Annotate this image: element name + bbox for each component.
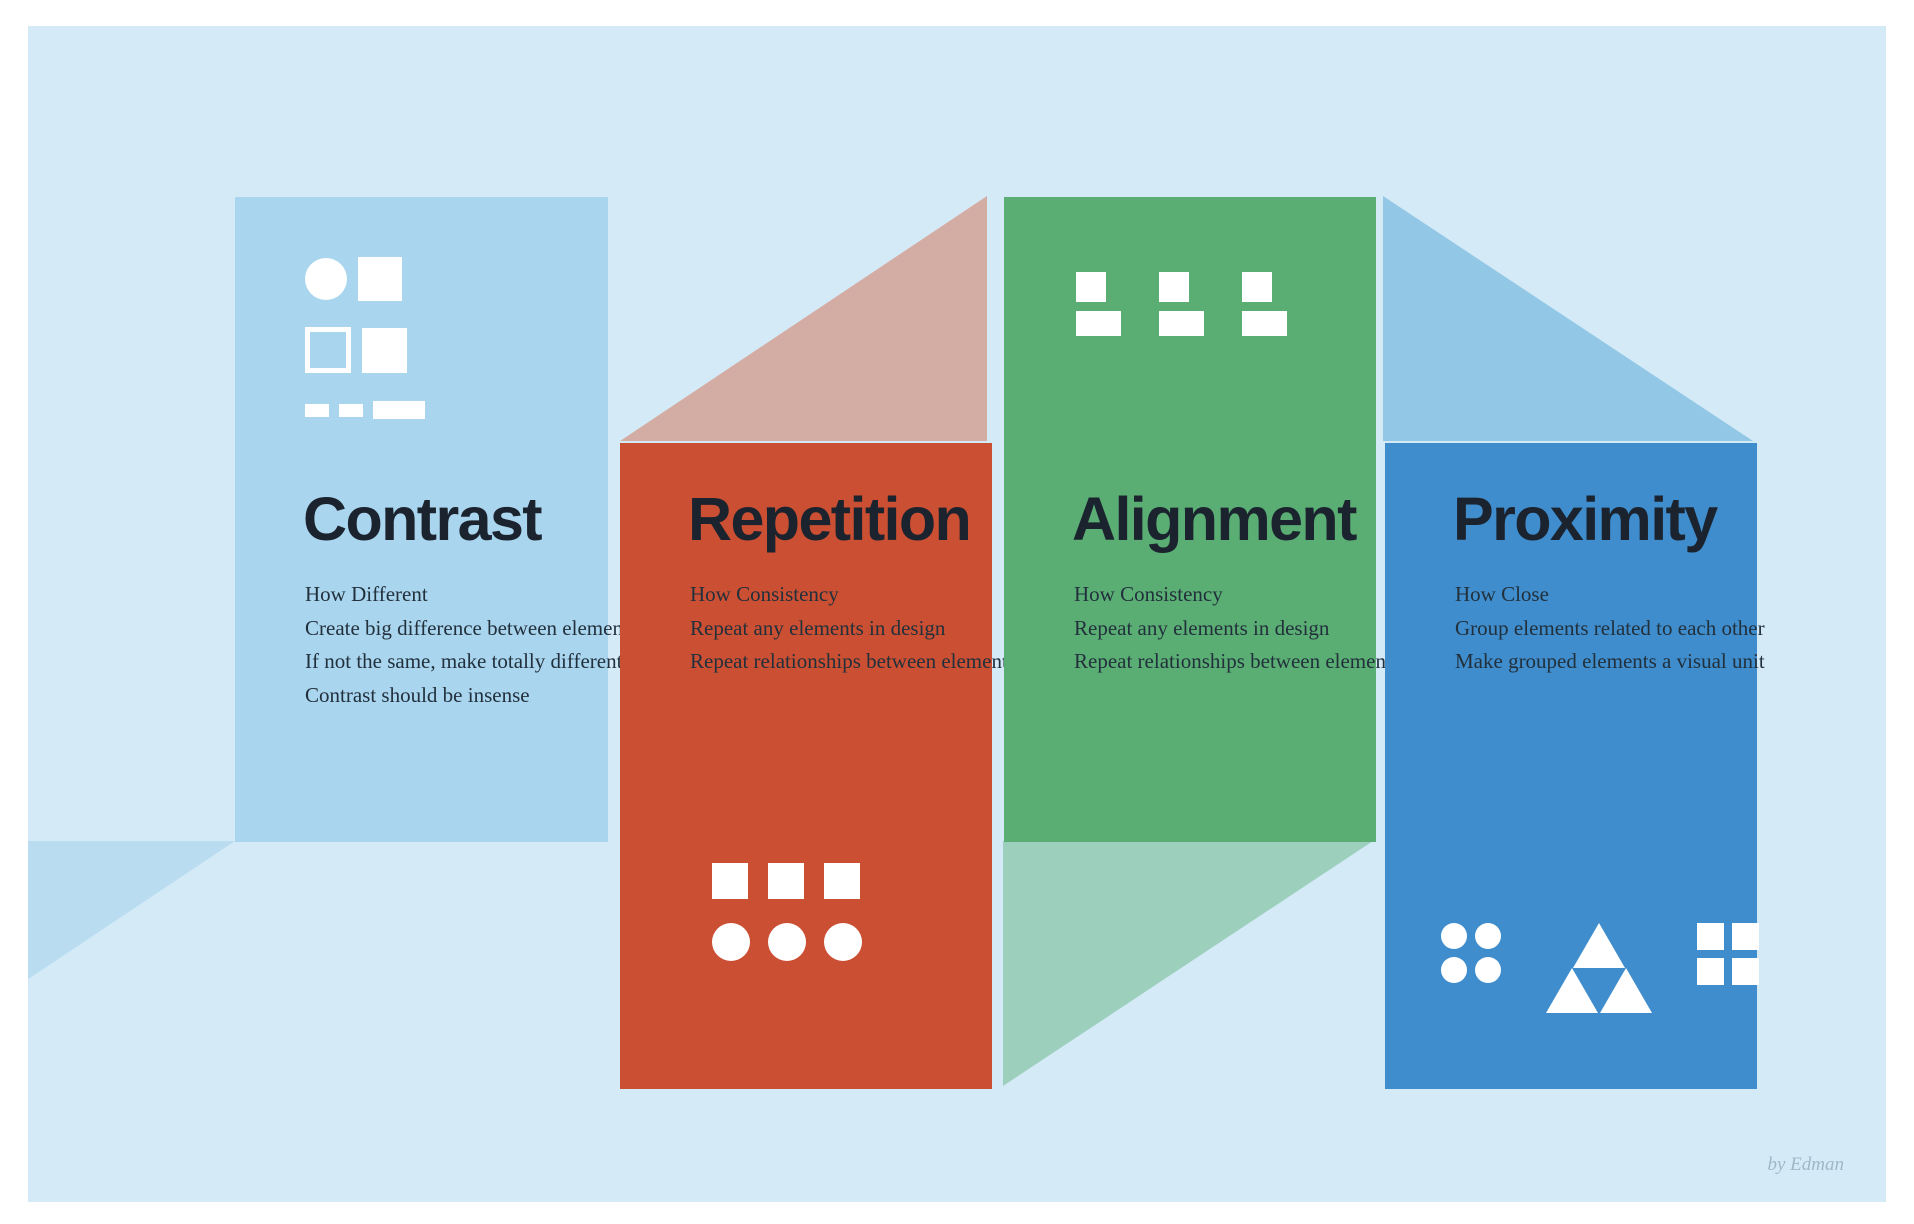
circle-icon [1441, 957, 1467, 983]
description-line: How Consistency [1074, 582, 1223, 606]
square-icon [362, 327, 407, 373]
circle-icon [1441, 923, 1467, 949]
alignment-glyphs [1076, 272, 1287, 336]
description-line: How Consistency [690, 582, 839, 606]
panel-title-repetition: Repetition [688, 485, 972, 553]
triangle-icon [1546, 968, 1598, 1013]
credit-attribution: by Edman [1767, 1154, 1844, 1175]
panel-description-contrast: How Different Create big difference betw… [305, 582, 637, 716]
square-icon [1242, 272, 1272, 302]
proximity-glyphs [1441, 923, 1759, 1013]
description-line: Contrast should be insense [305, 682, 530, 707]
square-grid [1697, 923, 1759, 985]
panel-contrast[interactable]: Contrast How Different Create big differ… [235, 197, 637, 842]
shadow-ribbon-alignment [1003, 841, 1373, 1086]
triangle-row [1572, 923, 1626, 968]
bar-small-icon [305, 403, 329, 417]
circle-icon [1475, 957, 1501, 983]
circle-grid [1441, 923, 1501, 983]
bar-wide-icon [373, 401, 425, 419]
description-line: Repeat any elements in design [1074, 615, 1330, 640]
bar-wide-icon [1242, 311, 1287, 336]
square-icon [768, 863, 804, 899]
square-icon [1732, 958, 1759, 985]
square-outline-icon [305, 327, 351, 373]
glyph-cluster-squares [1697, 923, 1759, 985]
panel-alignment[interactable]: Alignment How Consistency Repeat any ele… [1004, 197, 1400, 842]
contrast-glyphs [305, 257, 425, 419]
glyph-row-squares [712, 863, 862, 899]
shadow-ribbon-repetition [620, 196, 987, 441]
glyph-row-circles [712, 923, 862, 961]
circle-icon [768, 923, 806, 961]
glyph-cluster-circles [1441, 923, 1501, 983]
square-icon [1159, 272, 1189, 302]
description-line: Repeat relationships between elements [690, 649, 1016, 673]
square-icon [358, 257, 402, 301]
square-icon [712, 863, 748, 899]
circle-icon [1475, 923, 1501, 949]
triangle-row [1545, 968, 1653, 1013]
square-icon [1697, 958, 1724, 985]
glyph-row-outline-square [305, 327, 425, 373]
triangle-icon [1600, 968, 1652, 1013]
circle-icon [712, 923, 750, 961]
panel-title-proximity: Proximity [1453, 485, 1718, 553]
glyph-cluster-triangles [1545, 923, 1653, 1013]
description-line: Repeat any elements in design [690, 615, 946, 640]
shadow-ribbon-contrast [28, 841, 235, 1086]
repetition-glyphs [712, 863, 862, 961]
shadow-ribbon-proximity [1383, 196, 1753, 441]
panel-title-contrast: Contrast [303, 485, 543, 553]
circle-icon [824, 923, 862, 961]
panel-proximity[interactable]: Proximity How Close Group elements relat… [1385, 443, 1765, 1089]
description-line: Repeat relationships between elements [1074, 649, 1400, 673]
triangle-icon [1573, 923, 1625, 968]
panel-description-alignment: How Consistency Repeat any elements in d… [1074, 582, 1400, 683]
triangle-stack [1545, 923, 1653, 1013]
panel-title-alignment: Alignment [1072, 485, 1357, 553]
square-icon [1732, 923, 1759, 950]
panel-repetition[interactable]: Repetition How Consistency Repeat any el… [620, 443, 1016, 1089]
square-icon [1076, 272, 1106, 302]
glyph-row-circle-square [305, 257, 425, 301]
panel-description-repetition: How Consistency Repeat any elements in d… [690, 582, 1016, 683]
glyph-column [1076, 272, 1121, 336]
panel-description-proximity: How Close Group elements related to each… [1455, 582, 1765, 683]
glyph-column [1242, 272, 1287, 336]
description-line: Make grouped elements a visual unit [1455, 649, 1765, 673]
glyph-column [1159, 272, 1204, 336]
square-icon [824, 863, 860, 899]
description-line: How Different [305, 582, 428, 606]
description-line: If not the same, make totally different [305, 649, 623, 673]
description-line: Group elements related to each other [1455, 615, 1765, 640]
description-line: Create big difference between elements [305, 615, 637, 640]
bar-wide-icon [1076, 311, 1121, 336]
circle-icon [305, 258, 347, 300]
poster-canvas: Contrast How Different Create big differ… [28, 26, 1886, 1202]
glyph-row-bars [305, 401, 425, 419]
bar-small-icon [339, 403, 363, 417]
bar-wide-icon [1159, 311, 1204, 336]
square-icon [1697, 923, 1724, 950]
description-line: How Close [1455, 582, 1549, 606]
